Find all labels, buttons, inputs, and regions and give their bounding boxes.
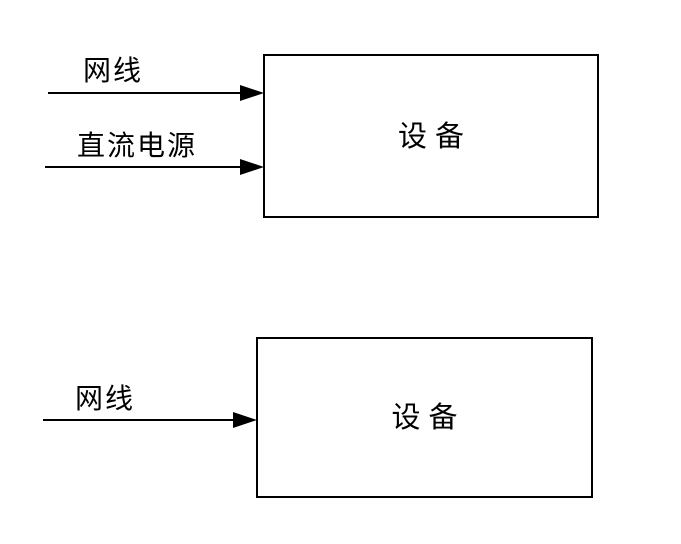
device-box-top-label: 设备 bbox=[397, 118, 472, 153]
network-cable-arrow-line-top bbox=[48, 92, 240, 94]
network-cable-label-top: 网线 bbox=[83, 54, 144, 87]
arrow-head-icon bbox=[240, 85, 264, 101]
network-cable-arrow-line-bottom bbox=[43, 419, 233, 421]
dc-power-arrow-line bbox=[45, 166, 240, 168]
arrow-head-icon bbox=[240, 159, 264, 175]
arrow-head-icon bbox=[233, 412, 257, 428]
device-box-bottom: 设备 bbox=[256, 337, 593, 498]
dc-power-label: 直流电源 bbox=[77, 129, 198, 162]
device-box-top: 设备 bbox=[263, 54, 599, 218]
device-box-bottom-label: 设备 bbox=[391, 400, 466, 434]
network-cable-label-bottom: 网线 bbox=[75, 382, 136, 415]
